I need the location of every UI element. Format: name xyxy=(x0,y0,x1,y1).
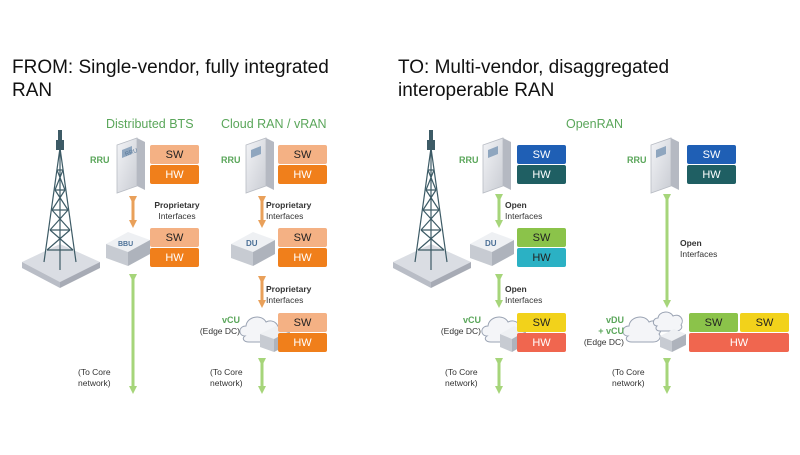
cell-tower-icon-left xyxy=(22,130,100,288)
proprietary-interfaces-label: Proprietary Interfaces xyxy=(266,200,312,221)
proprietary-interfaces-label: Proprietary Interfaces xyxy=(154,200,200,221)
rru-unit-icon xyxy=(245,137,274,194)
hw-box: HW xyxy=(687,165,736,184)
du-unit-icon xyxy=(231,232,275,266)
to-core-network-label: (To Core network) xyxy=(210,367,243,388)
sw-box: SW xyxy=(150,228,199,247)
rru-label: RRU xyxy=(90,155,110,165)
rru-label: RRU xyxy=(221,155,241,165)
section-distributed-bts: Distributed BTS xyxy=(106,117,194,131)
sw-box: SW xyxy=(687,145,736,164)
hw-box: HW xyxy=(278,248,327,267)
du-icon-text: DU xyxy=(485,239,497,248)
hw-box: HW xyxy=(517,333,566,352)
rru-unit-icon xyxy=(482,137,511,194)
vdu-vcu-edge-label: vDU + vCU (Edge DC) xyxy=(583,315,624,347)
sw-box: SW xyxy=(278,313,327,332)
vcu-edge-label: vCU (Edge DC) xyxy=(199,315,240,336)
vcu-edge-label: vCU (Edge DC) xyxy=(440,315,481,336)
left-title: FROM: Single-vendor, fully integrated RA… xyxy=(12,57,329,101)
cell-tower-icon-right xyxy=(393,130,471,288)
to-core-network-label: (To Core network) xyxy=(445,367,478,388)
sw-box: SW xyxy=(740,313,789,332)
bbu-unit-icon xyxy=(106,232,150,266)
rru-label: RRU xyxy=(459,155,479,165)
hw-box: HW xyxy=(517,165,566,184)
open-interfaces-label: Open Interfaces xyxy=(680,238,718,259)
sw-box: SW xyxy=(689,313,738,332)
du-icon-text: DU xyxy=(246,239,258,248)
edge-cloud-server-icon xyxy=(622,311,686,352)
section-cloud-ran: Cloud RAN / vRAN xyxy=(221,117,327,131)
proprietary-arrows xyxy=(129,196,266,308)
right-title: TO: Multi-vendor, disaggregated interope… xyxy=(398,57,670,101)
hw-box-wide: HW xyxy=(689,333,789,352)
sw-box: SW xyxy=(278,228,327,247)
to-core-network-label: (To Core network) xyxy=(78,367,111,388)
hw-box: HW xyxy=(278,165,327,184)
proprietary-interfaces-label: Proprietary Interfaces xyxy=(266,284,312,305)
sw-box: SW xyxy=(517,313,566,332)
rru-unit-icon xyxy=(650,137,679,194)
open-interfaces-label: Open Interfaces xyxy=(505,284,543,305)
sw-box: SW xyxy=(517,228,566,247)
hw-box: HW xyxy=(150,248,199,267)
to-core-network-label: (To Core network) xyxy=(612,367,645,388)
open-interfaces-label: Open Interfaces xyxy=(505,200,543,221)
hw-box: HW xyxy=(278,333,327,352)
sw-box: SW xyxy=(150,145,199,164)
du-unit-icon xyxy=(470,232,514,266)
rru-unit-icon xyxy=(116,137,145,194)
bbu-icon-text: BBU xyxy=(118,241,134,248)
rru-label: RRU xyxy=(627,155,647,165)
section-openran: OpenRAN xyxy=(566,117,623,131)
hw-box: HW xyxy=(517,248,566,267)
sw-box: SW xyxy=(517,145,566,164)
hw-box: HW xyxy=(150,165,199,184)
sw-box: SW xyxy=(278,145,327,164)
open-arrows xyxy=(129,194,671,394)
